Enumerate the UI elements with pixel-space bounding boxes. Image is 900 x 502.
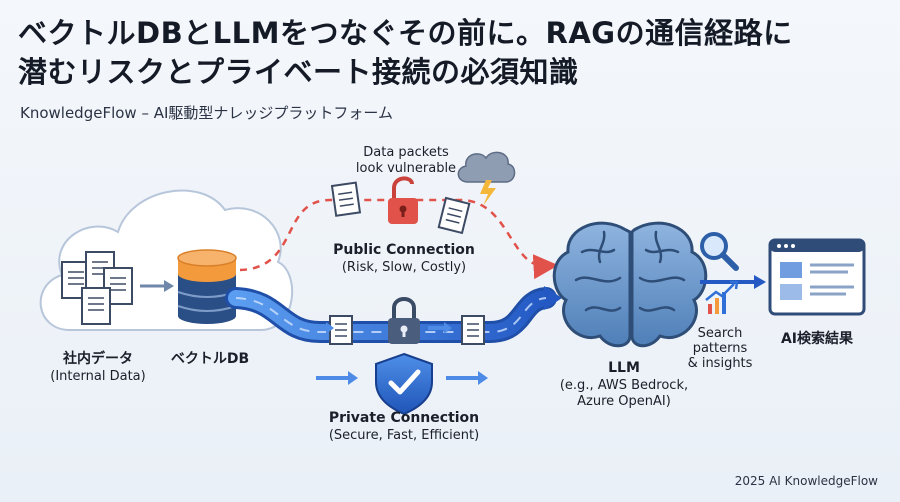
- footer-credit: 2025 AI KnowledgeFlow: [734, 474, 878, 488]
- storm-cloud-icon: [457, 151, 516, 206]
- private-connection-sub: (Secure, Fast, Efficient): [329, 428, 479, 443]
- llm-sub-1: (e.g., AWS Bedrock,: [560, 378, 688, 393]
- packet-icon: [461, 315, 485, 345]
- public-connection-path: [239, 198, 559, 280]
- vector-db-label: ベクトルDB: [171, 351, 249, 367]
- packet-icon: [329, 315, 353, 345]
- document-icon: [330, 181, 362, 217]
- search-line-2: patterns: [693, 341, 748, 356]
- internal-data-sub: (Internal Data): [50, 369, 145, 384]
- brain-icon: [552, 221, 708, 348]
- shield-check-icon: [375, 352, 433, 416]
- public-connection-label: Public Connection: [333, 242, 475, 258]
- private-connection-label: Private Connection: [329, 410, 479, 426]
- document-stack-icon: [61, 251, 133, 325]
- browser-window-icon: [768, 238, 866, 316]
- search-line-3: & insights: [688, 356, 753, 371]
- private-connection-path: [225, 286, 562, 343]
- internal-data-label: 社内データ: [62, 350, 133, 367]
- document-icon: [437, 196, 471, 235]
- llm-label: LLM: [608, 360, 640, 376]
- llm-to-results-arrow: [700, 275, 766, 289]
- page-title: ベクトルDBとLLMをつなぐその前に。RAGの通信経路に 潜むリスクとプライベー…: [18, 14, 878, 92]
- page-subtitle: KnowledgeFlow – AI駆動型ナレッジプラットフォーム: [20, 104, 393, 122]
- locked-padlock-icon: [388, 297, 420, 344]
- public-note-line-2: look vulnerable: [356, 161, 456, 176]
- public-connection-sub: (Risk, Slow, Costly): [342, 260, 466, 275]
- llm-sub-2: Azure OpenAI): [577, 394, 671, 409]
- flow-arrows: [310, 322, 488, 385]
- public-note-line-1: Data packets: [363, 145, 449, 160]
- search-line-1: Search: [698, 326, 743, 341]
- database-icon: [177, 249, 237, 324]
- title-line-1: ベクトルDBとLLMをつなぐその前に。RAGの通信経路に: [18, 16, 793, 50]
- results-label: AI検索結果: [781, 330, 854, 347]
- public-note: Data packets look vulnerable: [356, 145, 456, 176]
- internal-to-db-arrow: [140, 280, 174, 292]
- title-line-2: 潜むリスクとプライベート接続の必須知識: [18, 55, 579, 89]
- trend-chart-icon: [705, 280, 739, 314]
- magnifier-icon: [700, 232, 739, 271]
- unlocked-padlock-icon: [388, 176, 418, 224]
